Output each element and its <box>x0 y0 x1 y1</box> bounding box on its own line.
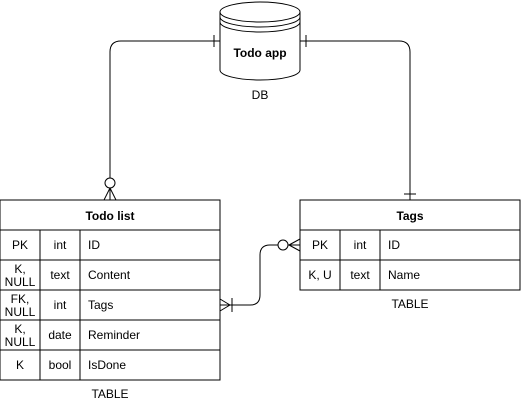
todo-table-row-key: PK <box>12 238 28 252</box>
tags-table-row-type: text <box>350 268 370 282</box>
tags-table-caption: TABLE <box>391 297 428 311</box>
tags-table-title: Tags <box>396 209 423 223</box>
todo-table-row-type: int <box>54 298 67 312</box>
todo-table-row-name: IsDone <box>88 358 126 372</box>
relation-db-tags <box>300 35 416 200</box>
todo-table-row-type: int <box>54 238 67 252</box>
tags-table-row-key: PK <box>312 238 328 252</box>
todo-table-row-type: date <box>48 328 72 342</box>
relation-todo-tags <box>219 238 301 312</box>
todo-table-row-name: Content <box>88 268 131 282</box>
relation-db-todo <box>103 35 220 201</box>
db-caption: DB <box>252 88 269 102</box>
tags-table-row-key: K, U <box>308 268 331 282</box>
tags-table-row-name: Name <box>388 268 420 282</box>
tags-table-row-type: int <box>354 238 367 252</box>
todo-table-row-name: ID <box>88 238 100 252</box>
db-name: Todo app <box>233 46 286 60</box>
todo-table-row-name: Reminder <box>88 328 140 342</box>
tags-table[interactable]: Tags PK int ID K, U text Name <box>299 199 521 291</box>
todo-table-row-key: K,NULL <box>5 322 36 349</box>
todo-table-row-type: text <box>50 268 70 282</box>
todo-table-title: Todo list <box>85 209 134 223</box>
tags-table-row-name: ID <box>388 238 400 252</box>
todo-table-caption: TABLE <box>91 387 128 401</box>
todo-table-row-type: bool <box>49 358 72 372</box>
todo-table-row-key: K <box>16 358 24 372</box>
todo-table-row-key: FK,NULL <box>5 292 36 319</box>
todo-table-row-key: K,NULL <box>5 262 36 289</box>
todo-table[interactable]: Todo list PK int ID K,NULL text ContentFK,NUL… <box>0 199 221 381</box>
db-cylinder[interactable]: Todo app <box>219 1 301 81</box>
todo-table-row-name: Tags <box>88 298 113 312</box>
